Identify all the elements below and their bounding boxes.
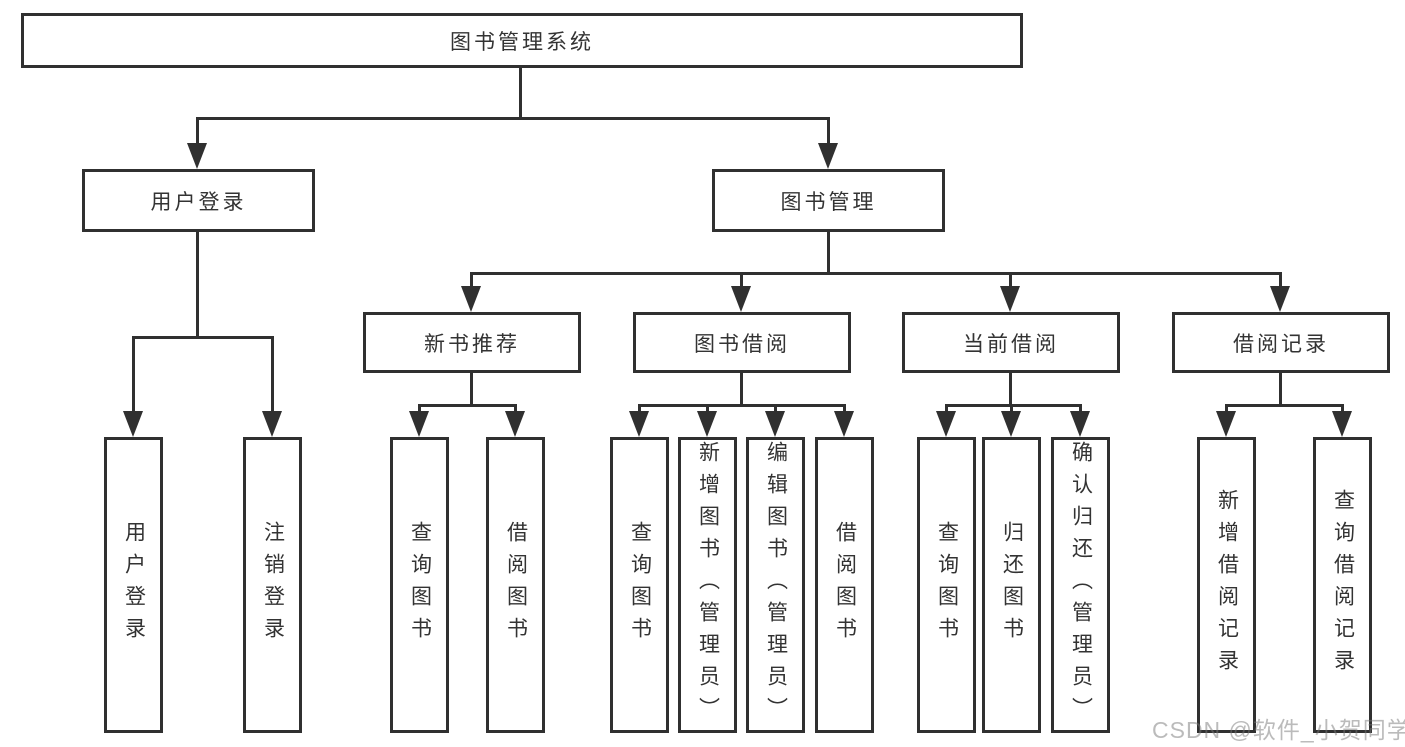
connector-to-leaf-logout — [271, 336, 274, 414]
node-book-borrowing: 图书借阅 — [633, 312, 851, 373]
connector-to-borrowing — [740, 272, 743, 290]
leaf-edit-book-admin: 编辑图书（管理员） — [746, 437, 805, 733]
node-book-management: 图书管理 — [712, 169, 945, 232]
arrowhead-book-management — [818, 143, 838, 169]
node-label: 借阅记录 — [1233, 332, 1329, 356]
leaf-label: 查询借阅记录 — [1331, 489, 1355, 681]
arrowhead-leaf — [409, 411, 429, 437]
arrowhead-leaf — [936, 411, 956, 437]
arrowhead-leaf — [629, 411, 649, 437]
connector-leaf-stem — [774, 404, 777, 416]
arrowhead-leaf — [1001, 411, 1021, 437]
connector-leaf-stem — [1079, 404, 1082, 416]
connector-to-book-management — [827, 117, 830, 147]
arrowhead-leaf — [765, 411, 785, 437]
leaf-add-book-admin: 新增图书（管理员） — [678, 437, 737, 733]
leaf-borrow-books-borrow: 借阅图书 — [815, 437, 874, 733]
leaf-label: 归还图书 — [1000, 521, 1024, 649]
connector-book-management-stem — [827, 232, 830, 274]
connector-root-stem — [519, 68, 522, 118]
connector-records-branch — [1225, 404, 1344, 407]
node-label: 当前借阅 — [963, 332, 1059, 356]
csdn-watermark: CSDN @软件_小贺同学 — [1152, 717, 1405, 743]
node-label: 用户登录 — [150, 190, 247, 214]
leaf-label: 新增借阅记录 — [1215, 489, 1239, 681]
arrowhead-records — [1270, 286, 1290, 312]
connector-user-login-branch — [132, 336, 274, 339]
connector-to-records — [1279, 272, 1282, 290]
connector-leaf-stem — [1010, 404, 1013, 416]
node-borrowing-records: 借阅记录 — [1172, 312, 1390, 373]
arrowhead-leaf — [1216, 411, 1236, 437]
connector-root-branch — [196, 117, 830, 120]
connector-current-branch — [945, 404, 1082, 407]
arrowhead-leaf — [834, 411, 854, 437]
arrowhead-user-login — [187, 143, 207, 169]
connector-current-stem — [1009, 373, 1012, 406]
leaf-label: 注销登录 — [261, 521, 285, 649]
leaf-query-books-recommend: 查询图书 — [390, 437, 449, 733]
leaf-query-books-borrow: 查询图书 — [610, 437, 669, 733]
leaf-label: 查询图书 — [935, 521, 959, 649]
node-library-management-system: 图书管理系统 — [21, 13, 1023, 68]
connector-leaf-stem — [945, 404, 948, 416]
connector-leaf-stem — [638, 404, 641, 416]
connector-borrowing-stem — [740, 373, 743, 406]
connector-leaf-stem — [843, 404, 846, 416]
leaf-label: 查询图书 — [628, 521, 652, 649]
leaf-add-borrow-record: 新增借阅记录 — [1197, 437, 1256, 733]
leaf-label: 用户登录 — [122, 521, 146, 649]
leaf-label: 借阅图书 — [833, 521, 857, 649]
connector-leaf-stem — [514, 404, 517, 416]
arrowhead-leaf — [505, 411, 525, 437]
leaf-query-borrow-record: 查询借阅记录 — [1313, 437, 1372, 733]
connector-recommend-branch — [418, 404, 517, 407]
leaf-label: 新增图书（管理员） — [696, 441, 720, 729]
connector-book-management-branch — [470, 272, 1282, 275]
node-user-login: 用户登录 — [82, 169, 315, 232]
connector-to-current — [1009, 272, 1012, 290]
connector-to-leaf-user-login — [132, 336, 135, 414]
node-label: 图书管理 — [780, 190, 877, 214]
connector-leaf-stem — [1225, 404, 1228, 416]
node-label: 图书管理系统 — [450, 30, 594, 54]
connector-leaf-stem — [706, 404, 709, 416]
arrowhead-borrowing — [731, 286, 751, 312]
arrowhead-leaf — [1070, 411, 1090, 437]
node-label: 新书推荐 — [424, 332, 520, 356]
leaf-query-books-current: 查询图书 — [917, 437, 976, 733]
connector-records-stem — [1279, 373, 1282, 406]
connector-borrowing-branch — [638, 404, 846, 407]
leaf-return-books: 归还图书 — [982, 437, 1041, 733]
arrowhead-current — [1000, 286, 1020, 312]
leaf-label: 编辑图书（管理员） — [764, 441, 788, 729]
connector-user-login-stem — [196, 232, 199, 338]
node-label: 图书借阅 — [694, 332, 790, 356]
connector-leaf-stem — [1341, 404, 1344, 416]
arrowhead-leaf-user-login — [123, 411, 143, 437]
arrowhead-leaf — [1332, 411, 1352, 437]
arrowhead-recommend — [461, 286, 481, 312]
leaf-borrow-books-recommend: 借阅图书 — [486, 437, 545, 733]
leaf-label: 确认归还（管理员） — [1069, 441, 1093, 729]
connector-to-recommend — [470, 272, 473, 290]
leaf-user-login: 用户登录 — [104, 437, 163, 733]
arrowhead-leaf — [697, 411, 717, 437]
leaf-confirm-return-admin: 确认归还（管理员） — [1051, 437, 1110, 733]
leaf-label: 查询图书 — [408, 521, 432, 649]
connector-to-user-login — [196, 117, 199, 147]
arrowhead-leaf-logout — [262, 411, 282, 437]
node-current-borrowing: 当前借阅 — [902, 312, 1120, 373]
leaf-label: 借阅图书 — [504, 521, 528, 649]
node-new-book-recommendation: 新书推荐 — [363, 312, 581, 373]
connector-recommend-stem — [470, 373, 473, 406]
connector-leaf-stem — [418, 404, 421, 416]
leaf-logout: 注销登录 — [243, 437, 302, 733]
